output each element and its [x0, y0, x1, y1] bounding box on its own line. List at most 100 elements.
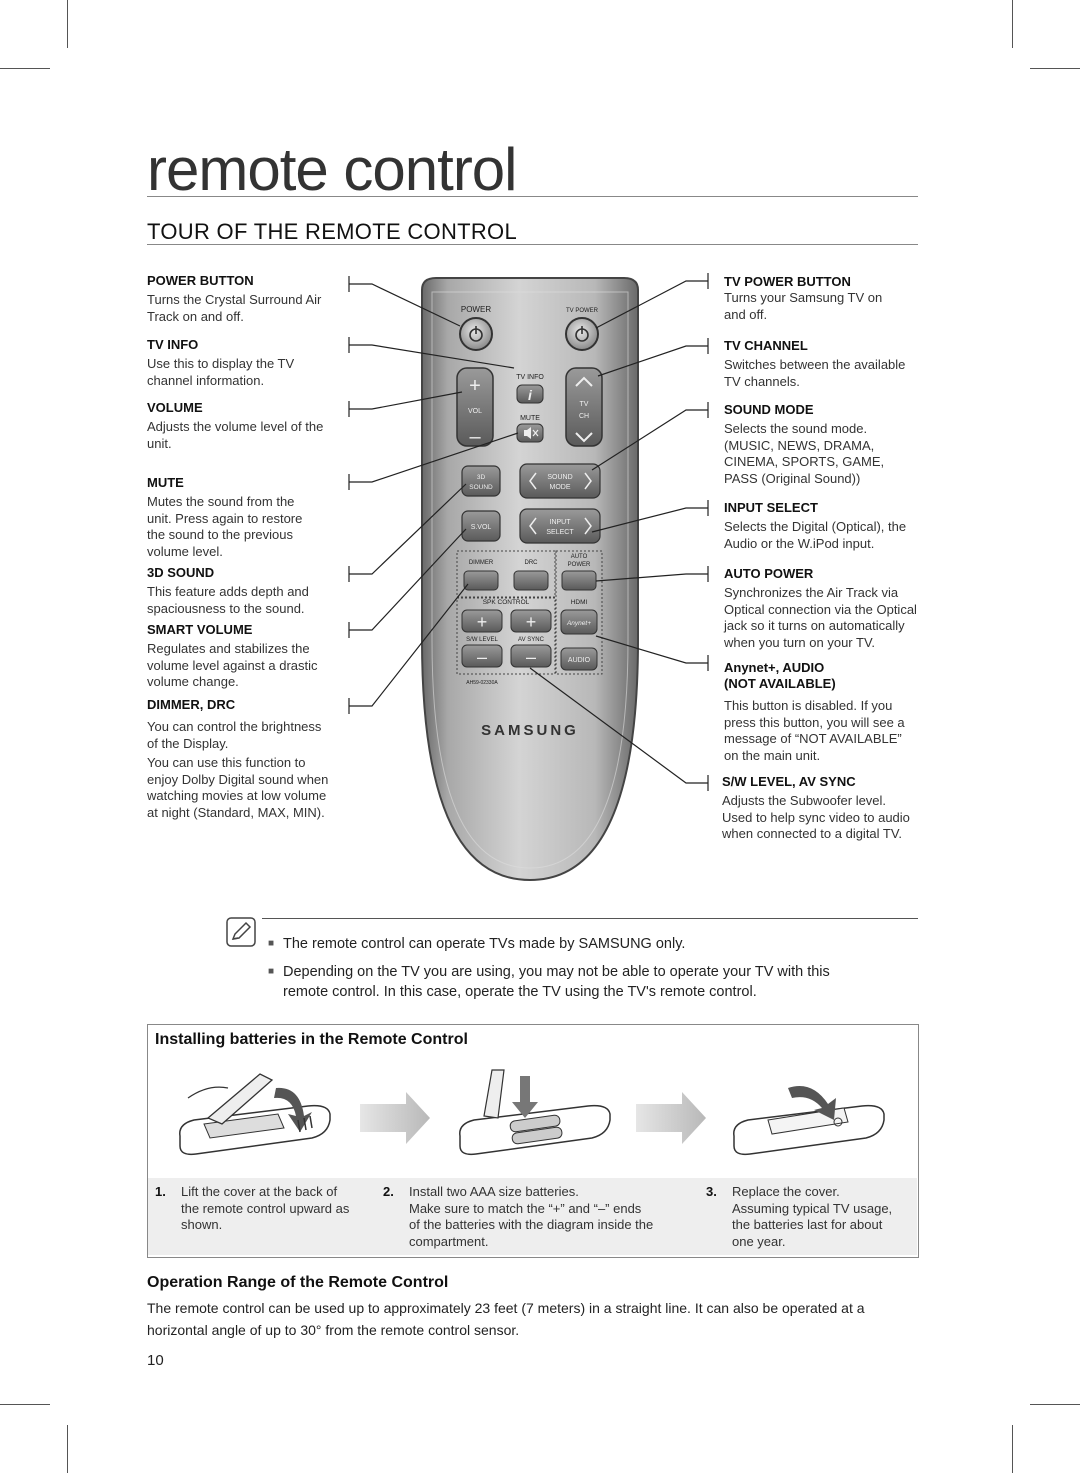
chevron-left-icon — [529, 517, 537, 535]
audio-button — [560, 647, 598, 671]
remote-label-av-sync: AV SYNC — [518, 637, 545, 643]
note-2: Depending on the TV you are using, you m… — [283, 964, 830, 1000]
minus-icon: – — [526, 647, 536, 667]
label-mute: MUTE — [147, 475, 184, 490]
remote-label-spk-control: SPK CONTROL — [483, 599, 530, 606]
desc-auto-power: Synchronizes the Air Track via Optical c… — [724, 585, 917, 650]
crop-mark — [1012, 0, 1013, 48]
input-select-button — [519, 508, 601, 544]
hdmi-group-frame — [555, 550, 603, 675]
title-rule — [147, 196, 918, 197]
info-icon: i — [528, 387, 533, 403]
desc-3d-sound: This feature adds depth and spaciousness… — [147, 584, 309, 616]
sound-mode-button — [519, 463, 601, 499]
remote-label-sound: SOUND — [547, 474, 572, 481]
remote-label-drc: DRC — [525, 560, 539, 566]
remote-label-dimmer: DIMMER — [469, 560, 494, 566]
operation-range-title: Operation Range of the Remote Control — [147, 1274, 449, 1291]
label-tv-power-button: TV POWER BUTTON — [724, 274, 851, 289]
step2-illustration — [459, 1069, 611, 1156]
step-2-number: 2. — [383, 1184, 394, 1199]
remote-label-vol: VOL — [468, 408, 482, 415]
auto-power-button — [561, 570, 597, 591]
anynet-button — [560, 609, 598, 635]
mute-speaker-icon — [524, 427, 531, 439]
remote-label-3d: 3D — [477, 474, 486, 481]
chevron-left-icon — [529, 472, 537, 490]
crop-mark — [67, 1425, 68, 1473]
remote-label-auto-power: POWER — [568, 562, 591, 568]
desc-tv-info: Use this to display the TV channel infor… — [147, 356, 295, 388]
sw-level-minus-button — [461, 644, 503, 668]
label-smart-volume: SMART VOLUME — [147, 622, 253, 637]
tv-channel-rocker — [565, 367, 603, 447]
crop-mark — [1030, 68, 1080, 69]
desc-sound-mode: Selects the sound mode. (MUSIC, NEWS, DR… — [724, 421, 885, 486]
desc-sw-level-av-sync: Adjusts the Subwoofer level. Used to hel… — [722, 793, 910, 841]
drc-button — [513, 570, 549, 591]
down-arrow-icon — [512, 1076, 538, 1118]
remote-label-ch: CH — [579, 413, 589, 420]
note-pencil-icon — [226, 917, 256, 947]
crop-mark — [0, 68, 50, 69]
note-1: The remote control can operate TVs made … — [283, 936, 686, 952]
remote-label-tv-info: TV INFO — [516, 374, 544, 381]
samsung-logo: SAMSUNG — [481, 722, 579, 739]
remote-label-power: POWER — [461, 305, 491, 314]
arrow-right-icon — [360, 1092, 430, 1144]
remote-label-sw-level: S/W LEVEL — [466, 637, 498, 643]
dimmer-button — [463, 570, 499, 591]
page-title: remote control — [147, 136, 517, 203]
crop-mark — [67, 0, 68, 48]
desc-dimmer-drc: You can control the brightness of the Di… — [147, 719, 322, 751]
step-3-number: 3. — [706, 1184, 717, 1199]
label-sw-level-av-sync: S/W LEVEL, AV SYNC — [722, 774, 856, 789]
remote-label-tv-power: TV POWER — [566, 308, 599, 314]
batteries-box — [147, 1024, 919, 1258]
step-1-number: 1. — [155, 1184, 166, 1199]
batteries-steps-band — [148, 1178, 917, 1255]
remote-label-hdmi: HDMI — [571, 599, 588, 606]
smart-volume-button — [461, 510, 501, 542]
desc-input-select: Selects the Digital (Optical), the Audio… — [724, 519, 907, 551]
battery-illustrations — [179, 1069, 885, 1156]
desc-tv-power-button: Turns your Samsung TV on and off. — [724, 290, 883, 322]
note-rule — [262, 918, 918, 919]
minus-icon: – — [477, 647, 487, 667]
desc-dimmer-drc-2: You can use this function to enjoy Dolby… — [147, 755, 329, 820]
tv-info-button — [516, 384, 544, 404]
label-anynet-audio: Anynet+, AUDIO (NOT AVAILABLE) — [724, 660, 836, 691]
remote-label-mute: MUTE — [520, 415, 540, 422]
av-sync-minus-button — [510, 644, 552, 668]
section-title: TOUR OF THE REMOTE CONTROL — [147, 219, 518, 244]
arrow-right-icon — [636, 1092, 706, 1144]
desc-mute: Mutes the sound from the unit. Press aga… — [147, 494, 303, 559]
3d-sound-button — [461, 465, 501, 497]
dimmer-group-frame — [456, 550, 556, 598]
step1-illustration — [179, 1073, 331, 1156]
remote-label-mode: MODE — [550, 484, 571, 491]
chevron-right-icon — [584, 472, 592, 490]
chevron-down-icon — [575, 432, 593, 443]
remote-label-input: INPUT — [550, 519, 572, 526]
label-dimmer-drc: DIMMER, DRC — [147, 697, 236, 712]
minus-icon: – — [469, 426, 481, 448]
plus-icon: + — [469, 375, 481, 397]
remote-label-svol: S.VOL — [471, 524, 492, 531]
crop-mark — [1012, 1425, 1013, 1473]
remote-label-3d-sound: SOUND — [469, 484, 493, 491]
remote-label-tv: TV — [580, 401, 589, 408]
plus-icon: + — [526, 612, 537, 632]
label-3d-sound: 3D SOUND — [147, 565, 215, 580]
curved-arrow-icon — [274, 1087, 312, 1132]
label-sound-mode: SOUND MODE — [724, 402, 814, 417]
desc-power-button: Turns the Crystal Surround Air Track on … — [147, 292, 322, 324]
batteries-title: Installing batteries in the Remote Contr… — [155, 1031, 468, 1048]
bullet-icon: ■ — [268, 966, 275, 977]
volume-rocker — [456, 367, 494, 447]
step-1-text: Lift the cover at the back of the remote… — [181, 1184, 350, 1232]
label-tv-info: TV INFO — [147, 337, 199, 352]
label-input-select: INPUT SELECT — [724, 500, 818, 515]
label-tv-channel: TV CHANNEL — [724, 338, 808, 353]
remote-diagram: POWER TV POWER TV INFO i MUTE VOL + – TV… — [348, 273, 709, 882]
